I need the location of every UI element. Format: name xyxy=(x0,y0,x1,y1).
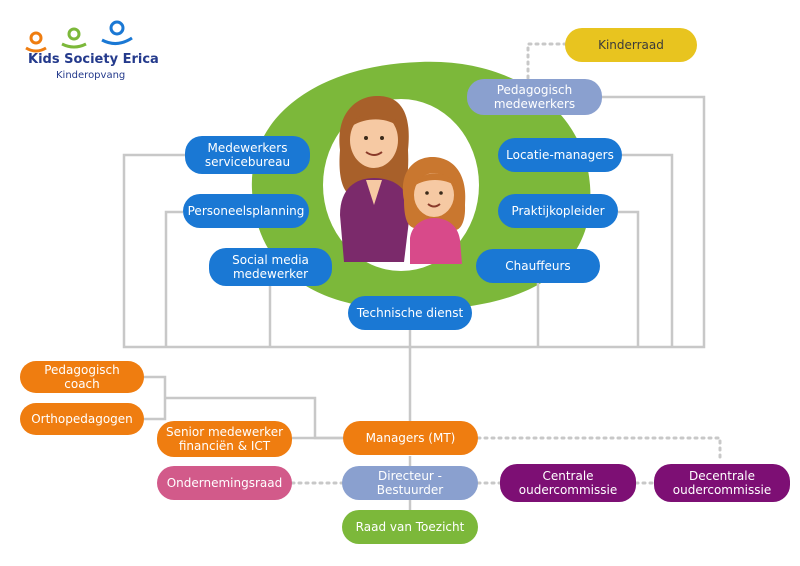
node-senior-medewerker[interactable]: Senior medewerker financiën & ICT xyxy=(157,421,292,457)
kids-society-logo xyxy=(25,20,133,53)
node-praktijkopleider[interactable]: Praktijkopleider xyxy=(498,194,618,228)
node-managers-mt[interactable]: Managers (MT) xyxy=(343,421,478,455)
node-social-media-medewerker[interactable]: Social media medewerker xyxy=(209,248,332,286)
node-ondernemingsraad[interactable]: Ondernemingsraad xyxy=(157,466,292,500)
node-raad-van-toezicht[interactable]: Raad van Toezicht xyxy=(342,510,478,544)
dotted-connectors xyxy=(290,42,722,485)
node-kinderraad[interactable]: Kinderraad xyxy=(565,28,697,62)
mother-child-illustration xyxy=(339,95,466,264)
node-chauffeurs[interactable]: Chauffeurs xyxy=(476,249,600,283)
node-technische-dienst[interactable]: Technische dienst xyxy=(348,296,472,330)
node-pedagogisch-medewerkers[interactable]: Pedagogisch medewerkers xyxy=(467,79,602,115)
node-orthopedagogen[interactable]: Orthopedagogen xyxy=(20,403,144,435)
logo-subtitle: Kinderopvang xyxy=(56,70,126,81)
node-directeur-bestuurder[interactable]: Directeur - Bestuurder xyxy=(342,466,478,500)
node-pedagogisch-coach[interactable]: Pedagogisch coach xyxy=(20,361,144,393)
logo-title: Kids Society Erica xyxy=(28,52,159,67)
connectors xyxy=(122,95,706,510)
node-centrale-oudercommissie[interactable]: Centrale oudercommissie xyxy=(500,464,636,502)
node-locatie-managers[interactable]: Locatie-managers xyxy=(498,138,622,172)
node-medewerkers-servicebureau[interactable]: Medewerkers servicebureau xyxy=(185,136,310,174)
node-personeelsplanning[interactable]: Personeelsplanning xyxy=(183,194,309,228)
node-decentrale-oudercommissie[interactable]: Decentrale oudercommissie xyxy=(654,464,790,502)
